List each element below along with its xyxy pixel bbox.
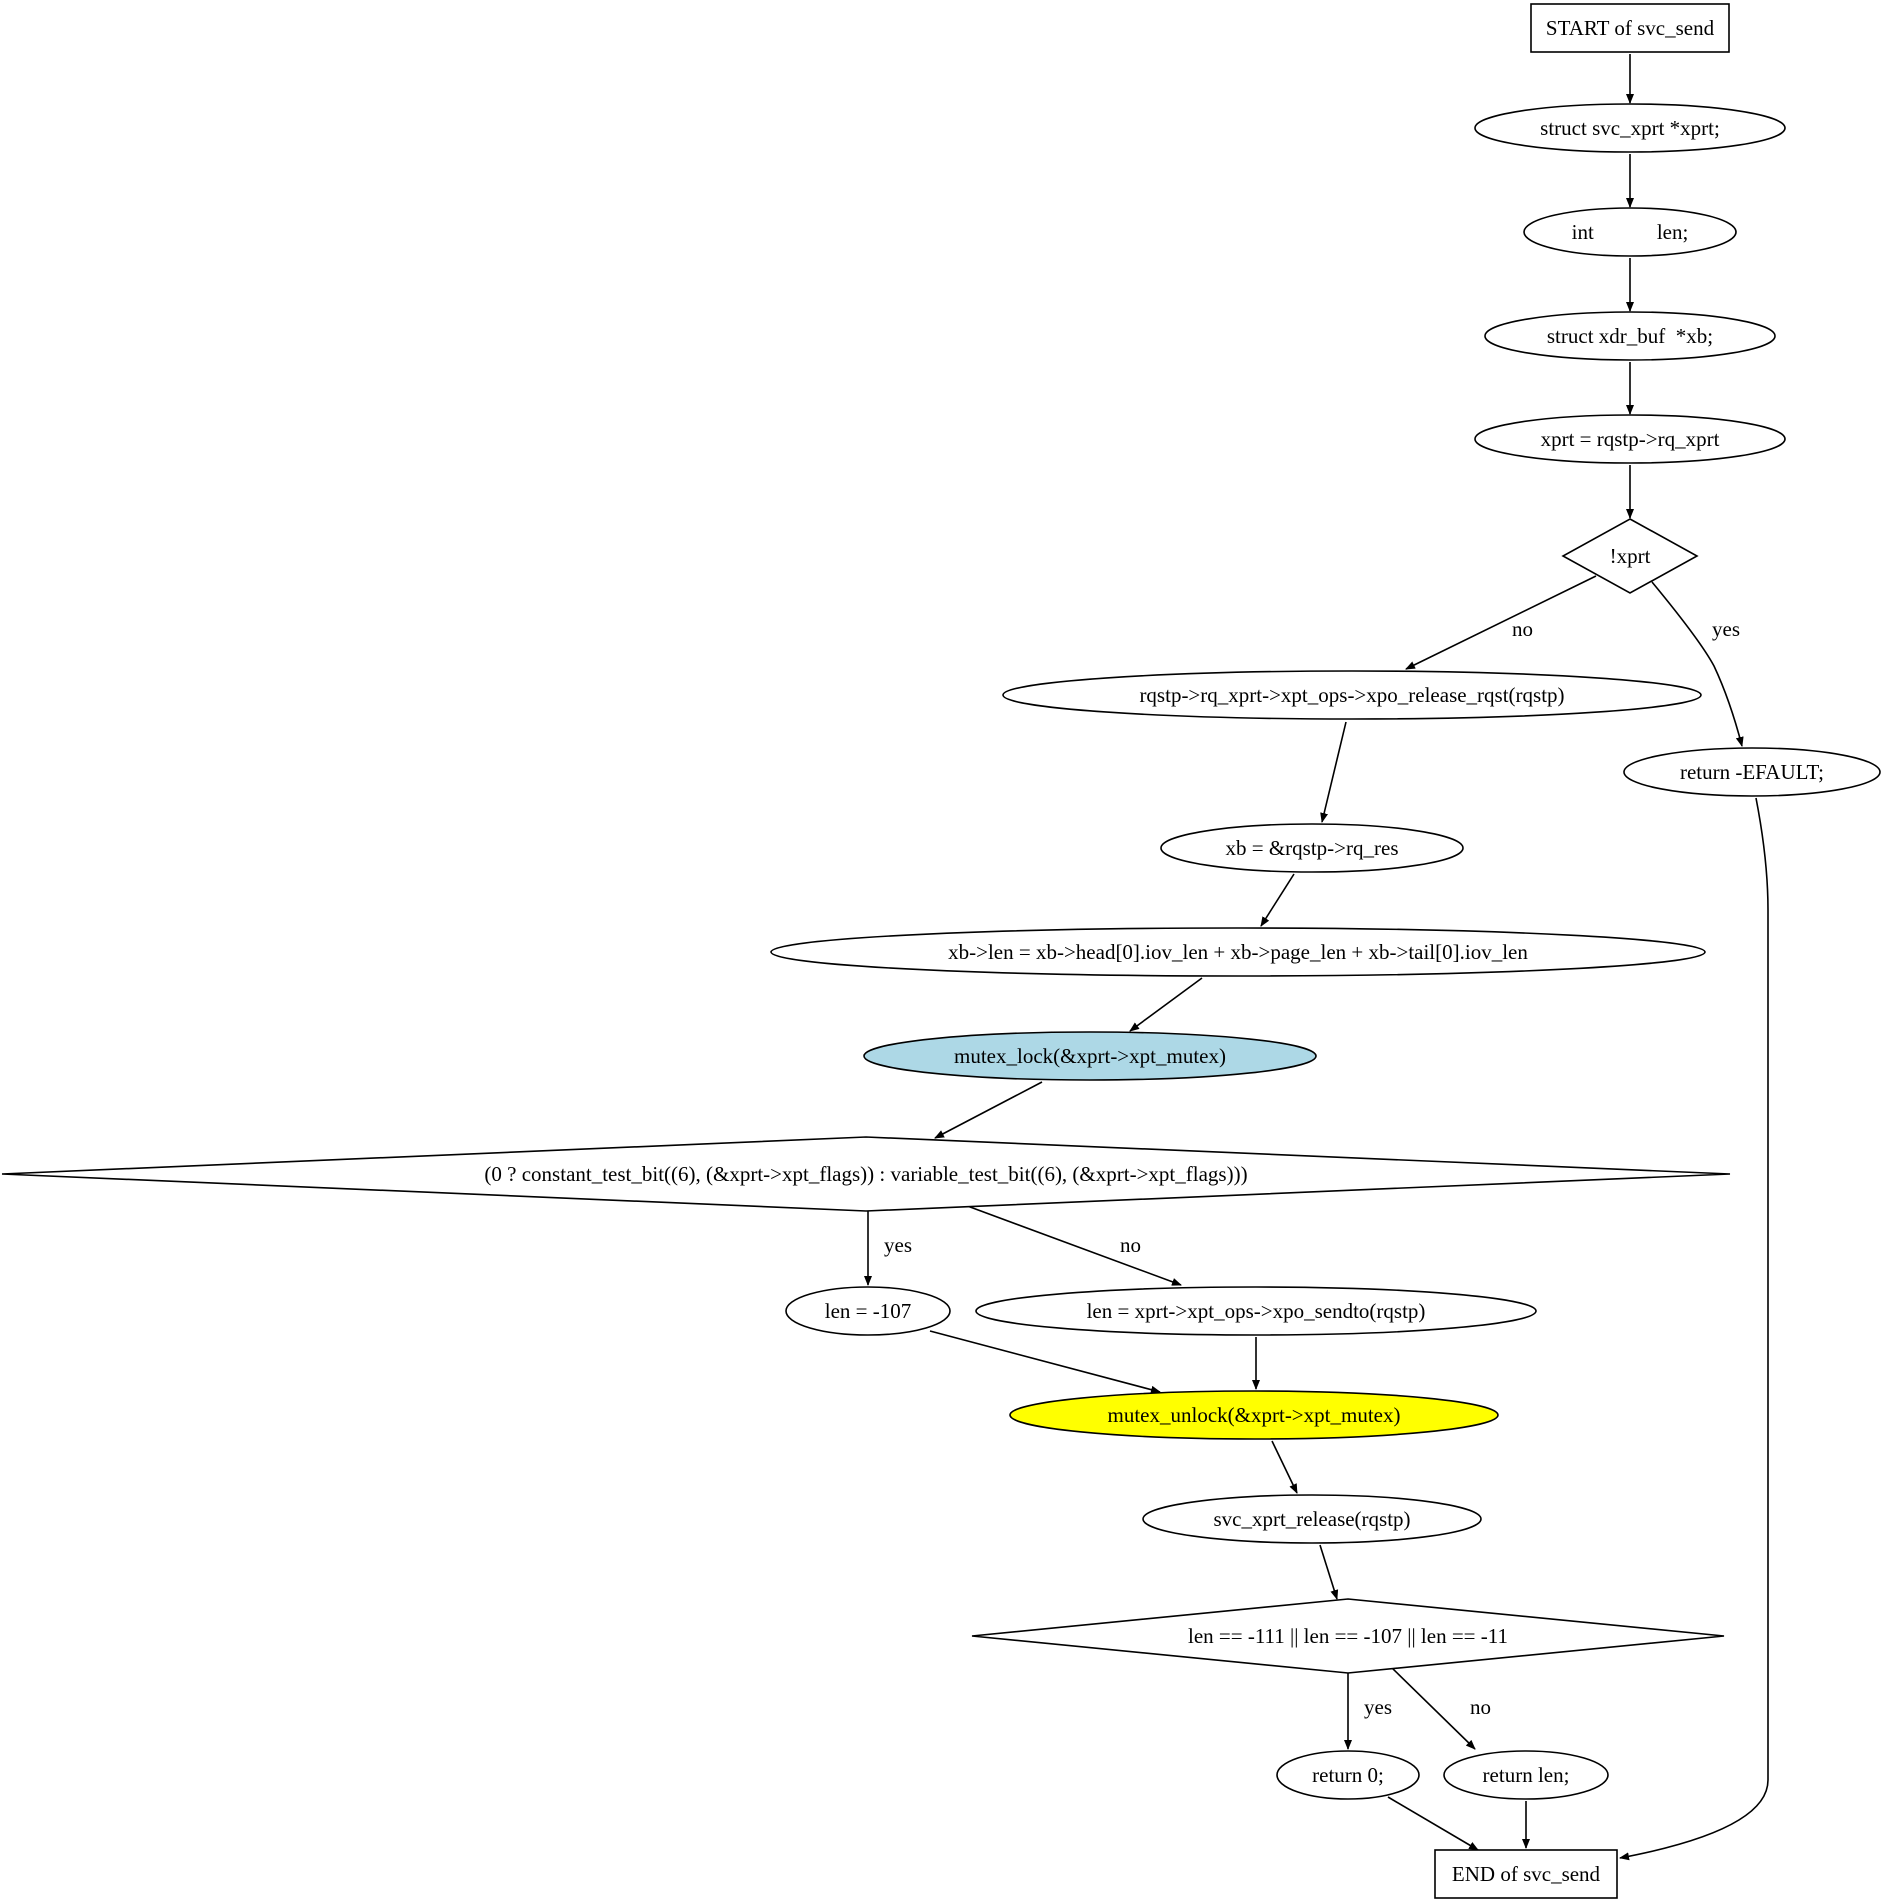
edge-xb_len-to-mutex_lock (1129, 977, 1203, 1032)
ellipse-shape (1484, 311, 1776, 361)
node-ret-0: return 0; (1276, 1750, 1420, 1800)
ellipse-shape (1276, 1750, 1420, 1800)
ellipse-shape (785, 1286, 951, 1336)
ellipse-shape (1474, 414, 1786, 464)
diamond-shape (971, 1598, 1725, 1674)
node-label: !xprt (1610, 544, 1651, 568)
ellipse-shape (975, 1286, 1537, 1336)
edge-arrow (1619, 797, 1769, 1861)
diamond-shape (1, 1136, 1731, 1212)
edge-arrow (934, 1081, 1043, 1139)
node-label: struct svc_xprt *xprt; (1540, 116, 1720, 140)
edge-ret_0-to-end (1387, 1796, 1479, 1851)
node-start: START of svc_send (1530, 3, 1730, 53)
node-label: struct xdr_buf *xb; (1547, 324, 1713, 348)
edge-arrow (1320, 721, 1347, 823)
node-label: mutex_unlock(&xprt->xpt_mutex) (1108, 1403, 1401, 1427)
edge-arrow (961, 1203, 1182, 1286)
edge-label-yes: yes (1364, 1695, 1392, 1719)
edge-arrow (1389, 1665, 1476, 1750)
edge-arrow (929, 1330, 1161, 1394)
node-decl-len: int len; (1523, 207, 1737, 257)
edges-layer: no yes yes no yes no (864, 54, 1769, 1861)
node-label: (0 ? constant_test_bit((6), (&xprt->xpt_… (484, 1162, 1247, 1186)
diamond-shape (1561, 518, 1699, 594)
edge-arrow (1651, 581, 1744, 747)
edge-label-no: no (1470, 1695, 1491, 1719)
edge-cond_len-to-ret_0: yes (1344, 1673, 1392, 1750)
node-ret-efault: return -EFAULT; (1623, 747, 1881, 797)
node-label: svc_xprt_release(rqstp) (1213, 1507, 1410, 1531)
ellipse-shape (770, 927, 1706, 977)
box-shape (1530, 3, 1730, 53)
edge-label-yes: yes (884, 1233, 912, 1257)
node-decl-xb: struct xdr_buf *xb; (1484, 311, 1776, 361)
edge-cond_testbit-to-len_107: yes (864, 1210, 912, 1286)
edge-arrow (1260, 873, 1295, 927)
edge-label-yes: yes (1712, 617, 1740, 641)
edge-cond_len-to-ret_len: no (1389, 1665, 1491, 1750)
edge-arrow (1405, 575, 1597, 670)
node-len-107: len = -107 (785, 1286, 951, 1336)
ellipse-shape (1009, 1390, 1499, 1440)
node-cond-xprt: !xprt (1561, 518, 1699, 594)
node-ret-len: return len; (1443, 1750, 1609, 1800)
edge-arrow (1387, 1796, 1479, 1851)
node-label: len = -107 (825, 1299, 912, 1323)
node-label: xb = &rqstp->rq_res (1226, 836, 1399, 860)
node-sendto: len = xprt->xpt_ops->xpo_sendto(rqstp) (975, 1286, 1537, 1336)
box-shape (1434, 1849, 1618, 1899)
node-label: START of svc_send (1546, 16, 1715, 40)
edge-arrow (1271, 1440, 1298, 1494)
node-decl-xprt: struct svc_xprt *xprt; (1474, 103, 1786, 153)
edge-ret_efault-to-end (1619, 797, 1769, 1861)
node-assign-xb: xb = &rqstp->rq_res (1160, 823, 1464, 873)
ellipse-shape (1142, 1494, 1482, 1544)
node-label: len == -111 || len == -107 || len == -11 (1188, 1624, 1508, 1648)
node-mutex-unlock: mutex_unlock(&xprt->xpt_mutex) (1009, 1390, 1499, 1440)
edge-mutex_lock-to-cond_testbit (934, 1081, 1043, 1139)
node-label: return -EFAULT; (1680, 760, 1824, 784)
node-end: END of svc_send (1434, 1849, 1618, 1899)
ellipse-shape (863, 1031, 1317, 1081)
edge-cond_xprt-to-ret_efault: yes (1651, 581, 1744, 747)
node-label: int len; (1572, 220, 1689, 244)
node-xprt-release: svc_xprt_release(rqstp) (1142, 1494, 1482, 1544)
edge-len_107-to-mutex_unlock (929, 1330, 1161, 1394)
ellipse-shape (1523, 207, 1737, 257)
node-label: xprt = rqstp->rq_xprt (1541, 427, 1720, 451)
ellipse-shape (1443, 1750, 1609, 1800)
node-cond-testbit: (0 ? constant_test_bit((6), (&xprt->xpt_… (1, 1136, 1731, 1212)
node-label: return 0; (1312, 1763, 1384, 1787)
edge-label-no: no (1512, 617, 1533, 641)
edge-release_rqst-to-assign_xb (1320, 721, 1347, 823)
edge-arrow (1129, 977, 1203, 1032)
edge-xprt_release-to-cond_len (1319, 1544, 1339, 1600)
ellipse-shape (1002, 670, 1702, 720)
edge-label-no: no (1120, 1233, 1141, 1257)
edge-mutex_unlock-to-xprt_release (1271, 1440, 1298, 1494)
node-label: rqstp->rq_xprt->xpt_ops->xpo_release_rqs… (1139, 683, 1564, 707)
node-release-rqst: rqstp->rq_xprt->xpt_ops->xpo_release_rqs… (1002, 670, 1702, 720)
edge-cond_xprt-to-release_rqst: no (1405, 575, 1597, 670)
node-mutex-lock: mutex_lock(&xprt->xpt_mutex) (863, 1031, 1317, 1081)
node-xb-len: xb->len = xb->head[0].iov_len + xb->page… (770, 927, 1706, 977)
ellipse-shape (1160, 823, 1464, 873)
node-label: END of svc_send (1452, 1862, 1601, 1886)
node-label: len = xprt->xpt_ops->xpo_sendto(rqstp) (1087, 1299, 1426, 1323)
edge-arrow (1319, 1544, 1339, 1600)
ellipse-shape (1474, 103, 1786, 153)
node-label: xb->len = xb->head[0].iov_len + xb->page… (948, 940, 1528, 964)
ellipse-shape (1623, 747, 1881, 797)
node-assign-xprt: xprt = rqstp->rq_xprt (1474, 414, 1786, 464)
edge-cond_testbit-to-sendto: no (961, 1203, 1182, 1286)
edge-assign_xb-to-xb_len (1260, 873, 1295, 927)
node-label: mutex_lock(&xprt->xpt_mutex) (954, 1044, 1226, 1068)
node-cond-len: len == -111 || len == -107 || len == -11 (971, 1598, 1725, 1674)
node-label: return len; (1483, 1763, 1570, 1787)
